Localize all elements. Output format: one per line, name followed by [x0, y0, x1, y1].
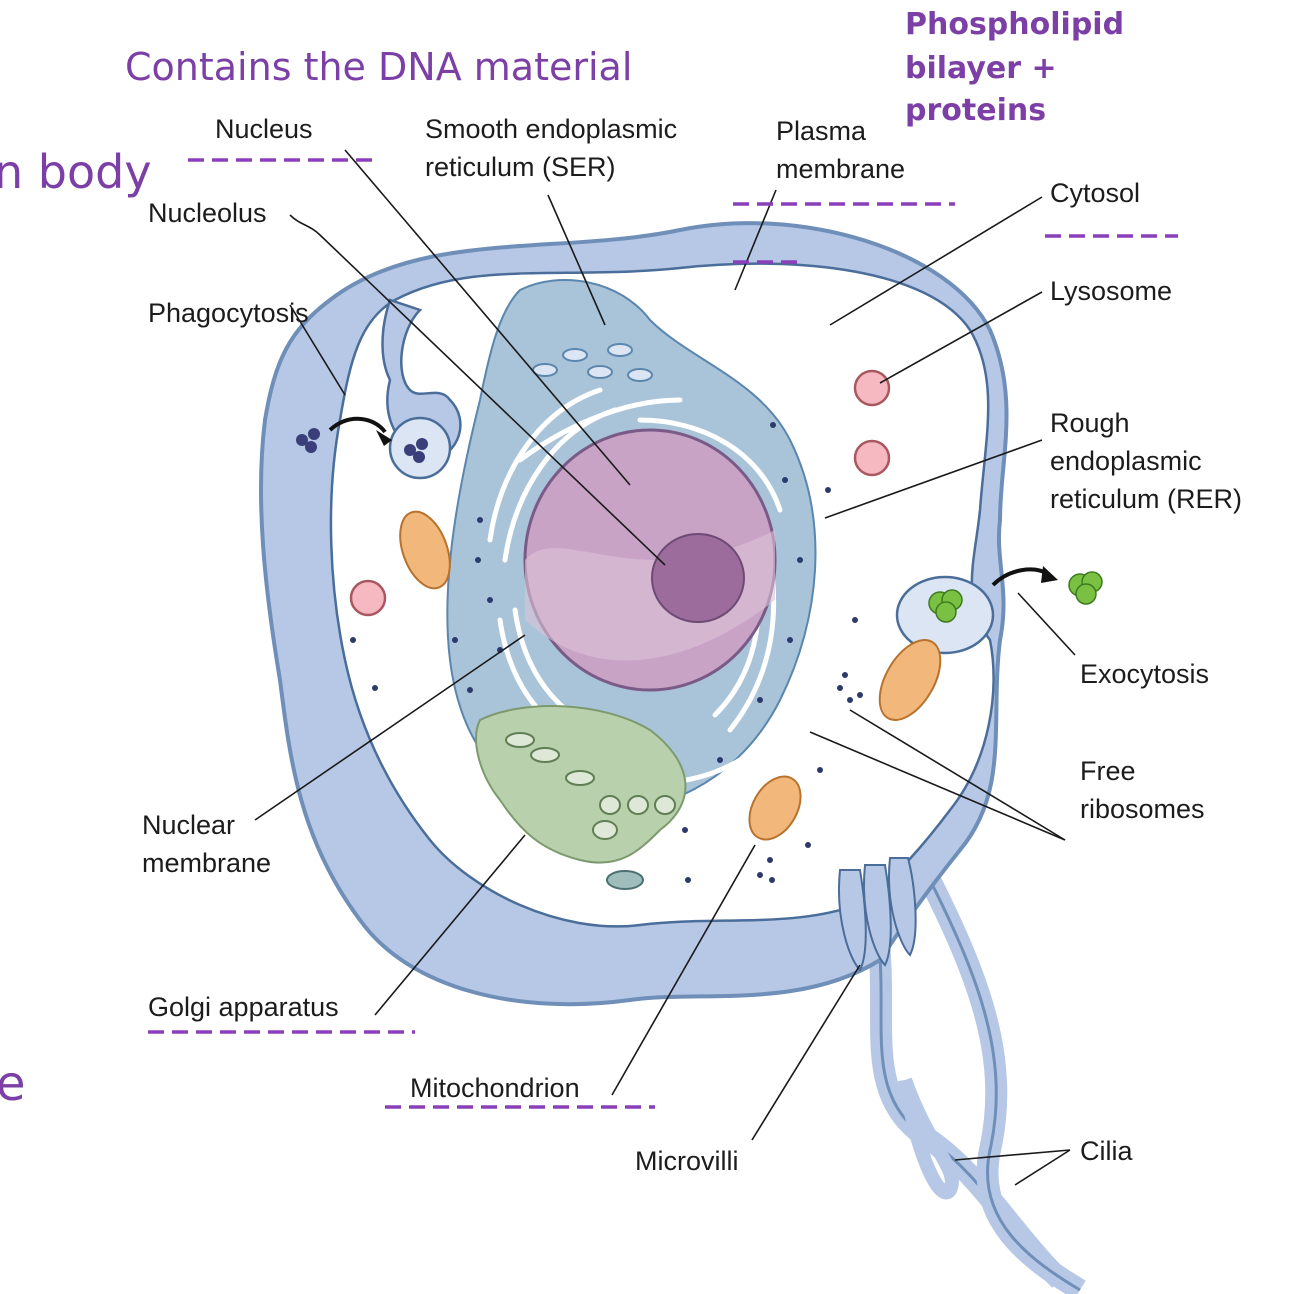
microvilli-label: Microvilli [635, 1146, 739, 1176]
ser-label-line1: Smooth endoplasmic [425, 114, 677, 144]
mitochondrion-label: Mitochondrion [410, 1073, 580, 1103]
cilia-label: Cilia [1080, 1136, 1133, 1166]
cytosol-label: Cytosol [1050, 178, 1140, 208]
golgi-label: Golgi apparatus [148, 992, 339, 1022]
dna-note: Contains the DNA material [125, 45, 632, 89]
rer-label-line2: endoplasmic [1050, 446, 1202, 476]
free-ribosomes-label-line2: ribosomes [1080, 794, 1205, 824]
membrane-note-line1: Phospholipid [905, 7, 1124, 42]
nucleus-label: Nucleus [215, 114, 313, 144]
membrane-note-line2: bilayer + [905, 51, 1057, 86]
nucleolus [652, 534, 744, 622]
microvilli-structure [839, 858, 916, 970]
membrane-note-line3: proteins [905, 93, 1046, 128]
exocytosis-label: Exocytosis [1080, 659, 1209, 689]
plasma-membrane-label-line2: membrane [776, 154, 905, 184]
free-ribosomes-label-line1: Free [1080, 756, 1136, 786]
nucleolus-label: Nucleolus [148, 198, 267, 228]
edge-fragment: e [0, 1056, 26, 1112]
nucleus [525, 430, 775, 690]
rer-label-line1: Rough [1050, 408, 1130, 438]
nuclear-membrane-label-line2: membrane [142, 848, 271, 878]
cell-body-fragment: n body [0, 145, 152, 199]
phagocytosis-label: Phagocytosis [148, 298, 309, 328]
plasma-membrane-label-line1: Plasma [776, 116, 867, 146]
lysosome-label: Lysosome [1050, 276, 1172, 306]
rer-label-line3: reticulum (RER) [1050, 484, 1242, 514]
nuclear-membrane-label-line1: Nuclear [142, 810, 235, 840]
ser-label-line2: reticulum (SER) [425, 152, 616, 182]
